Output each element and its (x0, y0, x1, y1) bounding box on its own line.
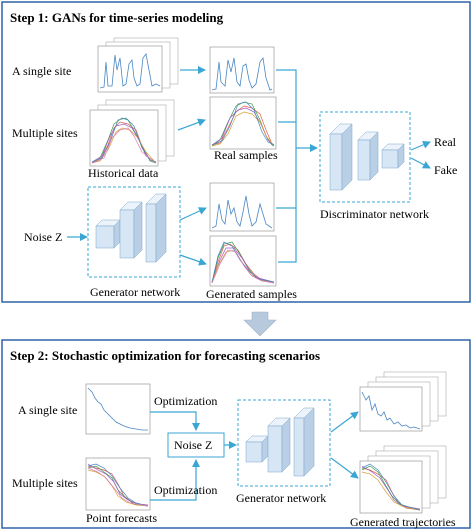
generator-label-step2: Generator network (236, 491, 326, 505)
real-samples-multiple-plot (209, 96, 277, 150)
fake-output-label: Fake (434, 163, 457, 177)
generated-samples-label: Generated samples (206, 287, 297, 301)
real-output-label: Real (434, 135, 457, 149)
generator-box-step2 (237, 399, 331, 487)
generated-trajectories-multiple-plots (359, 445, 447, 514)
generated-trajectories-single-plots (359, 371, 447, 432)
step2-panel (1, 339, 471, 529)
step2-single-site-plot (85, 383, 151, 435)
step1-multiple-sites-label: Multiple sites (12, 126, 78, 140)
connectors-to-discriminator (276, 69, 318, 263)
point-forecasts-label: Point forecasts (86, 511, 157, 525)
arrow-gen-to-multiple (179, 254, 207, 266)
historical-data-label: Historical data (88, 166, 159, 180)
generated-samples-single-plot (209, 182, 275, 232)
step2-multiple-sites-label: Multiple sites (12, 476, 78, 490)
discriminator-label: Discriminator network (320, 207, 429, 221)
historical-multiple-sites-plots (89, 99, 175, 167)
step-transition-arrow (243, 311, 277, 337)
real-samples-label: Real samples (214, 148, 278, 162)
optimization-bottom-label: Optimization (154, 483, 217, 497)
historical-single-site-plots (97, 37, 179, 93)
generator-cubes-step2 (245, 407, 315, 477)
discriminator-box (319, 111, 411, 203)
generator-box-step1 (87, 186, 181, 278)
generator-label-step1: Generator network (90, 285, 180, 299)
step1-title: Step 1: GANs for time-series modeling (10, 10, 224, 25)
generated-samples-multiple-plot (209, 235, 277, 287)
step2-noise-label: Noise Z (174, 438, 212, 452)
arrow-to-fake (410, 157, 431, 169)
step1-noise-label: Noise Z (24, 230, 62, 244)
discriminator-cubes (329, 123, 405, 191)
step2-noise-box (167, 432, 225, 458)
step1-panel (1, 1, 471, 303)
step2-title: Step 2: Stochastic optimization for fore… (10, 348, 320, 363)
generator-cubes-step1 (95, 193, 167, 263)
optimization-arrows (150, 411, 200, 501)
optimization-top-label: Optimization (154, 394, 217, 408)
real-samples-single-plot (209, 46, 275, 94)
step2-multiple-sites-plot (85, 457, 151, 511)
step1-single-site-label: A single site (12, 64, 71, 78)
step2-single-site-label: A single site (18, 403, 77, 417)
arrow-to-traj-multiple (330, 457, 359, 479)
arrow-to-traj-single (330, 411, 359, 433)
generated-trajectories-label: Generated trajectories (350, 515, 456, 529)
arrow-to-real (410, 141, 431, 151)
arrow-multiple-to-real (177, 118, 206, 131)
arrow-gen-to-single (179, 207, 207, 221)
